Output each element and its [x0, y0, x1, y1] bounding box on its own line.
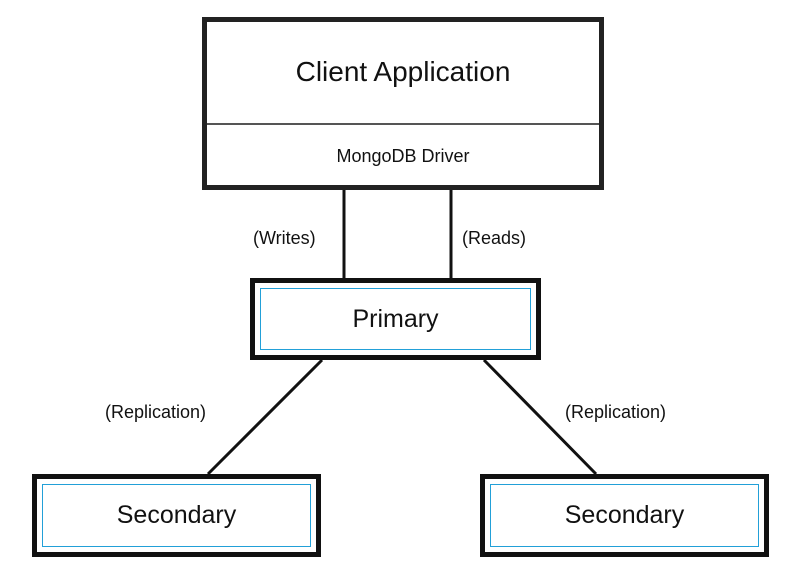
replication-left-connector	[206, 358, 324, 476]
secondary-node-right: Secondary	[480, 474, 769, 557]
secondary-left-label: Secondary	[42, 484, 311, 547]
mongodb-driver-label: MongoDB Driver	[336, 145, 470, 166]
client-application-box: Client Application MongoDB Driver	[202, 17, 604, 190]
replication-right-label: (Replication)	[565, 402, 667, 422]
primary-node: Primary	[250, 278, 541, 360]
secondary-right-label: Secondary	[490, 484, 759, 547]
client-divider	[207, 123, 599, 125]
client-application-title: Client Application	[295, 56, 511, 87]
replication-right-connector	[482, 358, 598, 476]
writes-label: (Writes)	[253, 228, 316, 248]
reads-label: (Reads)	[462, 228, 527, 248]
replication-left-label: (Replication)	[105, 402, 207, 422]
secondary-node-left: Secondary	[32, 474, 321, 557]
primary-label: Primary	[260, 288, 531, 350]
